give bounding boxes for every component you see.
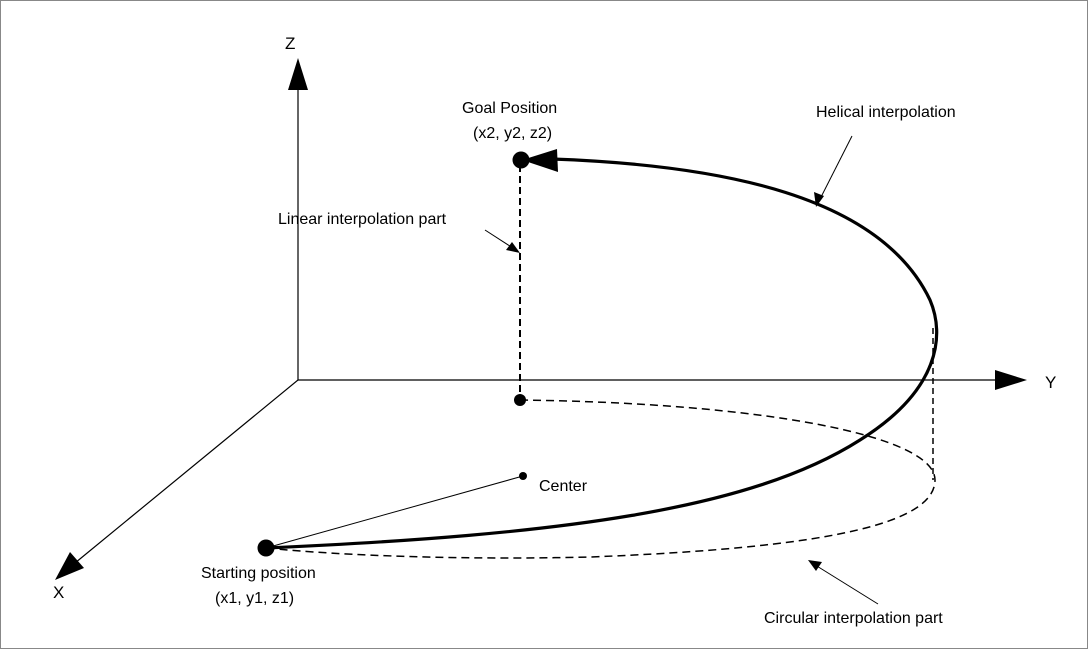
circular-leader-arrowhead: [808, 560, 822, 571]
center-point: [519, 472, 527, 480]
radius-line: [265, 475, 524, 549]
goal-coords-label: (x2, y2, z2): [473, 125, 552, 142]
y-axis-label: Y: [1045, 373, 1056, 392]
goal-point: [512, 151, 530, 169]
linear-base-point: [514, 394, 526, 406]
center-label: Center: [539, 478, 588, 495]
helical-arrowhead: [522, 149, 558, 172]
circular-leader-line: [811, 562, 879, 605]
start-point: [257, 539, 275, 557]
helical-interpolation-path: [265, 157, 939, 550]
starting-position-label: Starting position: [201, 565, 316, 582]
linear-leader-arrowhead: [506, 242, 520, 253]
axes: [55, 58, 1027, 580]
circular-interpolation-label: Circular interpolation part: [764, 610, 943, 627]
z-axis-arrowhead: [288, 58, 308, 90]
z-axis-label: Z: [285, 34, 295, 53]
goal-position-label: Goal Position: [462, 100, 557, 117]
linear-interpolation-label: Linear interpolation part: [278, 211, 447, 228]
x-axis-label: X: [53, 583, 64, 602]
helical-interpolation-label: Helical interpolation: [816, 104, 956, 121]
x-axis-arrowhead: [55, 552, 84, 580]
x-axis-line: [74, 379, 299, 564]
helical-leader-arrowhead: [814, 192, 824, 207]
y-axis-arrowhead: [995, 370, 1027, 390]
helical-leader-line: [817, 135, 853, 204]
start-coords-label: (x1, y1, z1): [215, 590, 294, 607]
circular-interpolation-path: [265, 399, 936, 559]
